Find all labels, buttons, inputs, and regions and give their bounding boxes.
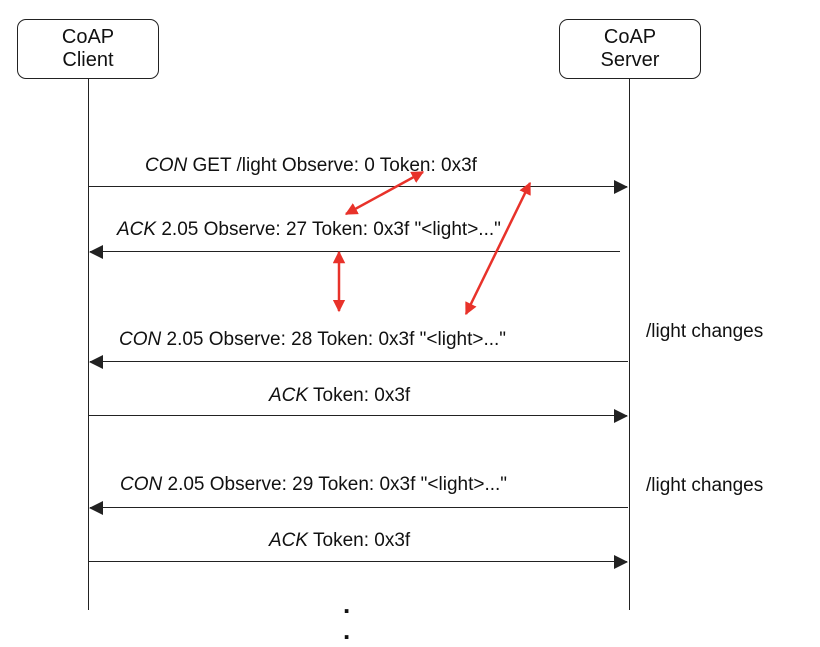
client-actor-line1: CoAP xyxy=(61,26,115,48)
message-label: ACK Token: 0x3f xyxy=(269,530,410,552)
message-type: CON xyxy=(145,155,188,176)
continuation-dot: . xyxy=(343,615,351,645)
message-type: ACK xyxy=(269,530,309,551)
message-arrow-right xyxy=(89,409,628,423)
message-label: ACK Token: 0x3f xyxy=(269,385,410,407)
message-arrow-right xyxy=(89,555,628,569)
message-type: CON xyxy=(120,474,163,495)
client-actor-box: CoAP Client xyxy=(17,19,159,79)
arrowhead-right-icon xyxy=(614,409,628,423)
message-label: CON 2.05 Observe: 28 Token: 0x3f "<light… xyxy=(119,329,506,351)
message-label: ACK 2.05 Observe: 27 Token: 0x3f "<light… xyxy=(117,219,501,241)
highlight-arrow-observe xyxy=(344,170,425,216)
message-type: CON xyxy=(119,329,162,350)
server-actor-box: CoAP Server xyxy=(559,19,701,79)
message-label: CON GET /light Observe: 0 Token: 0x3f xyxy=(145,155,477,177)
event-note: /light changes xyxy=(646,321,764,342)
client-actor-line2: Client xyxy=(62,49,114,71)
continuation-dot: . xyxy=(343,589,351,619)
arrowhead-right-icon xyxy=(614,555,628,569)
message-type: ACK xyxy=(117,219,157,240)
highlight-arrow-token xyxy=(464,181,532,316)
message-text: 2.05 Observe: 28 Token: 0x3f "<light>...… xyxy=(161,329,507,350)
arrowhead-left-icon xyxy=(89,355,103,369)
arrowhead-right-icon xyxy=(614,180,628,194)
message-text: Token: 0x3f xyxy=(308,385,411,406)
message-text: GET /light Observe: 0 Token: 0x3f xyxy=(187,155,477,176)
message-text: Token: 0x3f xyxy=(308,530,411,551)
client-lifeline xyxy=(88,79,89,610)
message-arrow-left xyxy=(89,501,628,515)
event-note: /light changes xyxy=(646,475,764,496)
message-text: 2.05 Observe: 29 Token: 0x3f "<light>...… xyxy=(162,474,508,495)
arrowhead-left-icon xyxy=(89,245,103,259)
server-lifeline xyxy=(629,79,630,610)
message-arrow-left xyxy=(89,355,628,369)
message-text: 2.05 Observe: 27 Token: 0x3f "<light>...… xyxy=(156,219,501,240)
server-actor-line1: CoAP xyxy=(603,26,657,48)
message-arrow-left xyxy=(89,245,620,259)
message-type: ACK xyxy=(269,385,309,406)
message-label: CON 2.05 Observe: 29 Token: 0x3f "<light… xyxy=(120,474,507,496)
arrowhead-left-icon xyxy=(89,501,103,515)
server-actor-line2: Server xyxy=(600,49,660,71)
